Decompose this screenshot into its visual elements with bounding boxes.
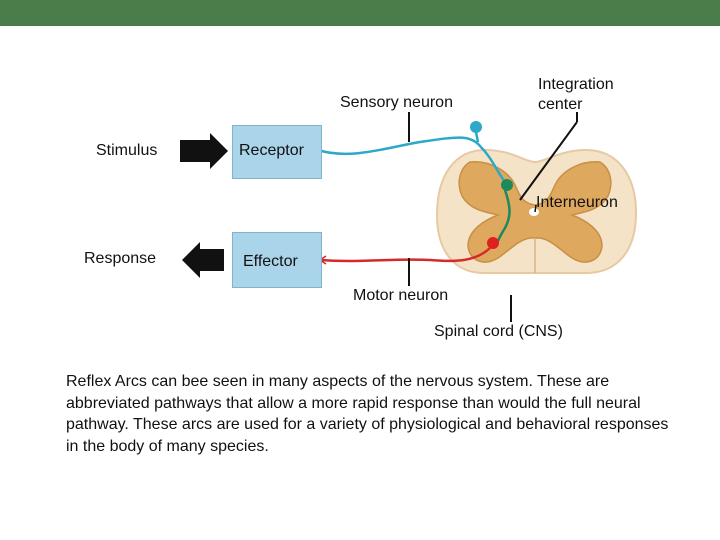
sensory-cell-body (470, 121, 482, 133)
top-banner (0, 0, 720, 26)
integration-center-leader (519, 121, 578, 201)
receptor-box: Receptor (232, 125, 322, 179)
motor-neuron-label: Motor neuron (353, 287, 449, 304)
spinal-cord-label: Spinal cord (CNS) (434, 323, 563, 340)
central-canal (529, 208, 539, 216)
integration-center-label: Integration center (538, 76, 614, 113)
response-label: Response (84, 250, 157, 267)
arrow-left-icon (182, 242, 224, 278)
effector-box: Effector (232, 232, 322, 288)
arrow-right-icon (180, 133, 228, 169)
interneuron-cell-body (501, 179, 513, 191)
receptor-label: Receptor (239, 142, 304, 159)
stimulus-label: Stimulus (96, 142, 158, 159)
interneuron-leader (534, 204, 537, 213)
caption-text: Reflex Arcs can bee seen in many aspects… (66, 373, 669, 455)
motor-cell-body (487, 237, 499, 249)
reflex-arc-diagram (180, 112, 638, 322)
effector-label: Effector (243, 253, 298, 270)
interneuron-label: Interneuron (536, 194, 618, 211)
sensory-neuron-label: Sensory neuron (340, 94, 453, 111)
